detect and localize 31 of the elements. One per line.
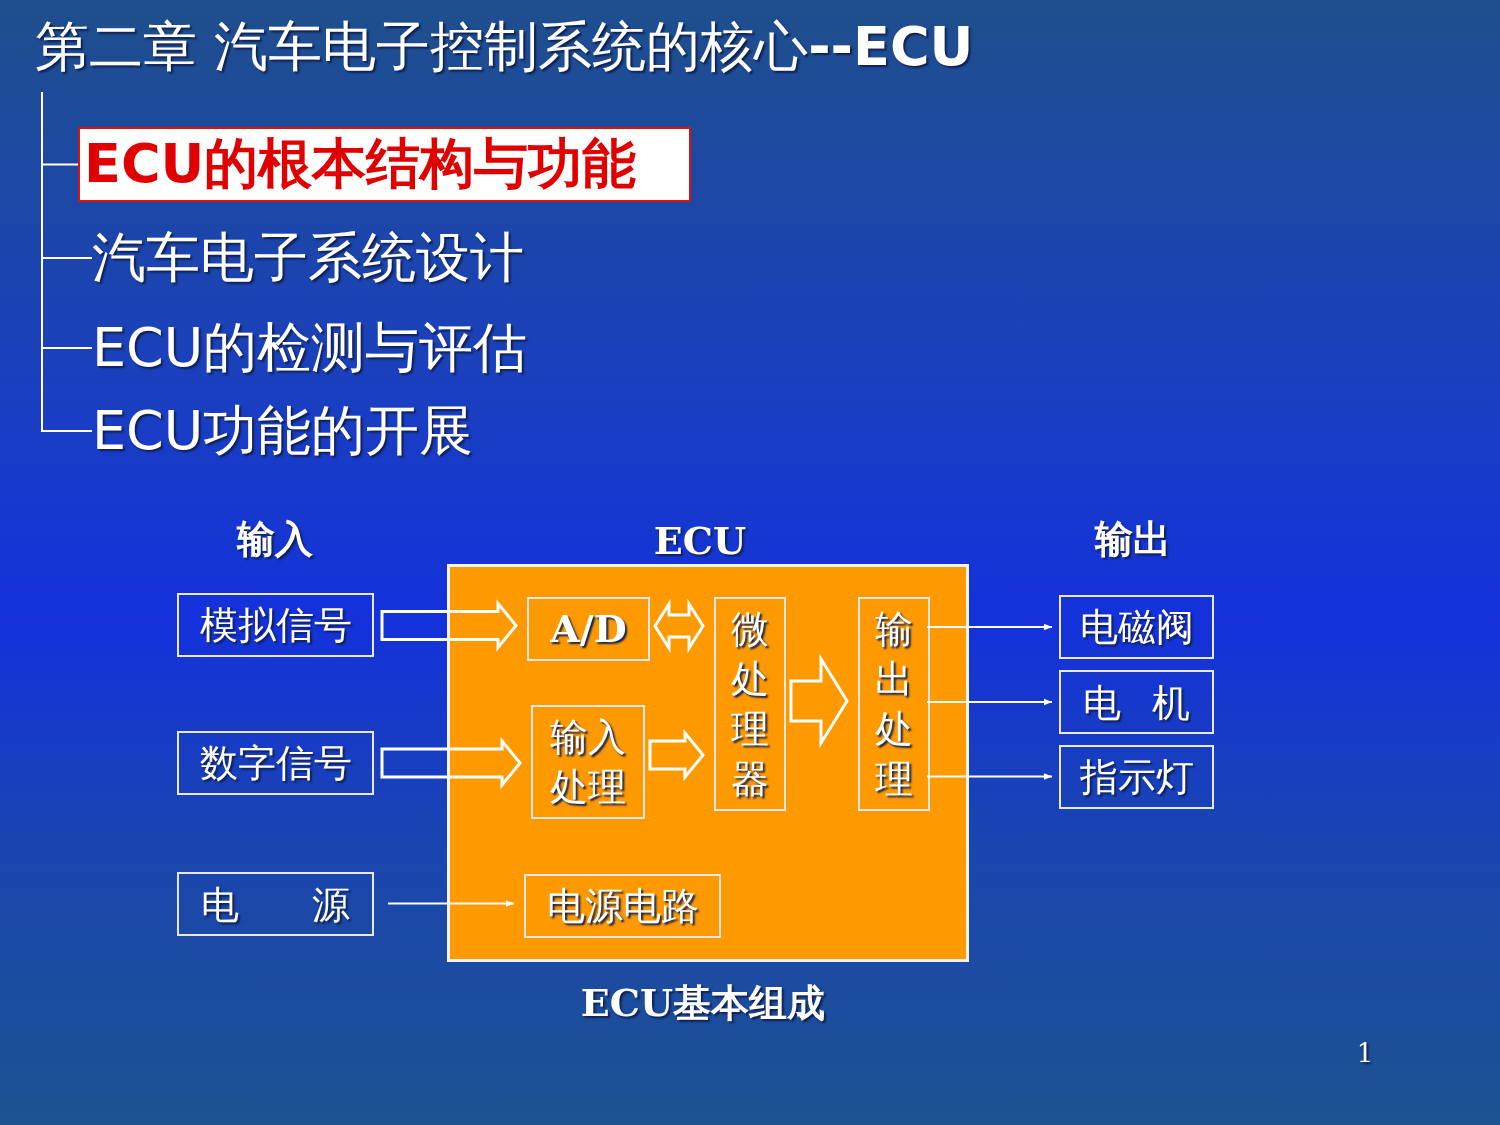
outline-item: 汽车电子系统设计: [92, 222, 612, 294]
process-box: A/D: [527, 597, 650, 661]
hollow-arrow: [380, 736, 522, 790]
slide-title: 第二章 汽车电子控制系统的核心--ECU: [35, 14, 974, 80]
signal-box: 数字信号: [177, 731, 374, 795]
signal-box: 模拟信号: [177, 593, 374, 657]
arrow: [926, 773, 1053, 780]
process-box: 输入处理: [531, 705, 645, 819]
process-box: 输出处理: [858, 597, 930, 811]
arrow: [387, 900, 515, 907]
signal-box: 电磁阀: [1059, 595, 1214, 659]
highlighted-heading: ECU的根本结构与功能: [78, 127, 691, 202]
arrow: [926, 623, 1053, 631]
hollow-arrow: [653, 598, 705, 654]
column-heading: 输出: [1093, 515, 1172, 563]
hollow-arrow: [648, 728, 705, 782]
arrow: [926, 698, 1053, 706]
column-heading: 输入: [235, 515, 314, 563]
hollow-arrow: [789, 653, 849, 749]
signal-box: 电 源: [177, 872, 374, 936]
signal-box: 电 机: [1059, 670, 1214, 734]
outline-item: ECU的检测与评估: [92, 312, 612, 384]
outline-item: ECU功能的开展: [92, 395, 612, 467]
signal-box: 指示灯: [1059, 745, 1214, 809]
page-number: 1: [1355, 1037, 1375, 1070]
process-box: 微处理器: [714, 597, 786, 811]
caption: ECU基本组成: [579, 980, 827, 1026]
tree-line: [41, 91, 93, 432]
process-box: 电源电路: [524, 874, 721, 938]
block-heading: ECU: [652, 519, 748, 563]
hollow-arrow: [380, 599, 518, 652]
